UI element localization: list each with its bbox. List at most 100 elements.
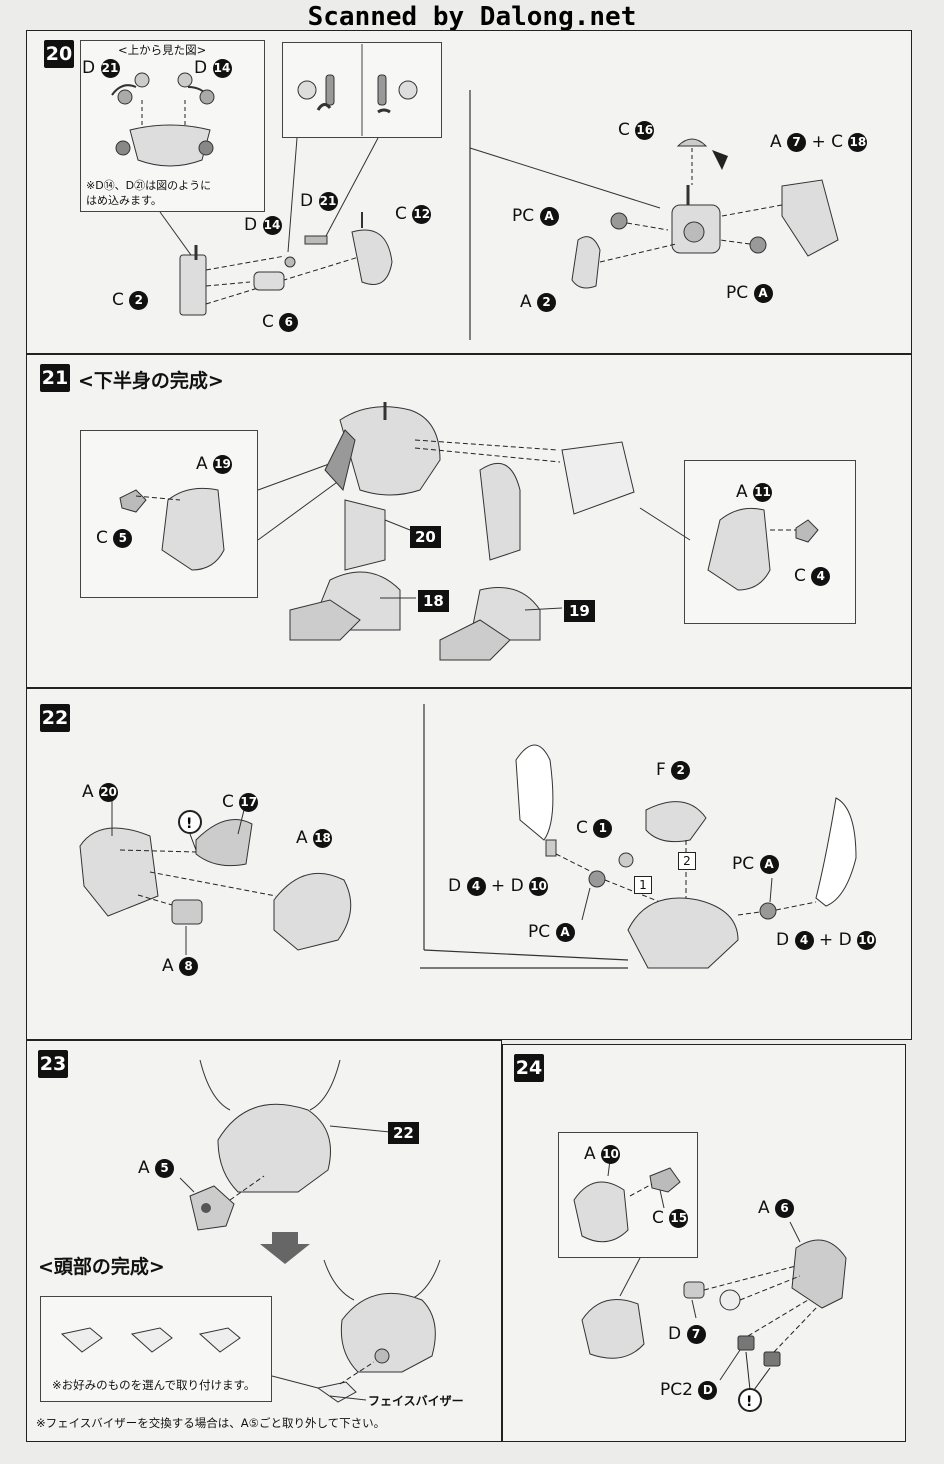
plus-sign: + <box>490 876 506 896</box>
part-number-badge: 14 <box>262 215 282 235</box>
step-title: <下半身の完成> <box>78 370 224 392</box>
part-label-c5: C 5 <box>96 528 133 548</box>
part-number-badge: 18 <box>848 132 868 152</box>
part-label-d14: D 14 <box>244 215 282 235</box>
part-number-badge: 4 <box>466 876 486 896</box>
watermark-text: Scanned by Dalong.net <box>307 2 637 32</box>
part-label-d7: D 7 <box>668 1324 706 1344</box>
part-label-c1: C 1 <box>576 818 613 838</box>
order-step-1: 1 <box>634 876 652 894</box>
part-letter: C <box>652 1208 664 1228</box>
part-number-badge: 12 <box>412 204 432 224</box>
part-number-badge: 2 <box>129 290 149 310</box>
part-letter: A <box>770 132 782 152</box>
part-letter: D <box>510 876 524 896</box>
part-number-badge: 18 <box>313 828 333 848</box>
part-label-f2: F 2 <box>656 760 691 780</box>
part-number-badge: 6 <box>279 312 299 332</box>
part-number-badge: 7 <box>787 132 807 152</box>
part-letter: A <box>162 956 174 976</box>
part-number-badge: 10 <box>601 1144 621 1164</box>
part-number-badge: 7 <box>686 1324 706 1344</box>
part-label-c12: C 12 <box>395 204 432 224</box>
plus-sign: + <box>811 132 826 152</box>
part-number-badge: D <box>698 1380 718 1400</box>
part-label-a10: A 10 <box>584 1144 621 1164</box>
part-label-c4: C 4 <box>794 566 831 586</box>
part-label-a20: A 20 <box>82 782 119 802</box>
visor-options-note: ※お好みのものを選んで取り付けます。 <box>52 1378 256 1392</box>
part-number-badge: A <box>539 206 559 226</box>
part-label-c17: C 17 <box>222 792 259 812</box>
part-number-badge: 10 <box>529 876 549 896</box>
part-label-pc-a-left: PC A <box>528 922 575 942</box>
step-number: 21 <box>40 364 70 392</box>
part-letter: C <box>618 120 630 140</box>
part-label-pc2-d: PC2 D <box>660 1380 718 1400</box>
part-number-badge: 10 <box>857 930 877 950</box>
inset-caption: <上から見た図> <box>118 43 207 57</box>
part-letter: D <box>776 930 790 950</box>
part-letter: D <box>448 876 462 896</box>
part-letter: C <box>222 792 234 812</box>
part-label-pc-a-right: PC A <box>726 283 773 303</box>
part-label-a19: A 19 <box>196 454 233 474</box>
part-label-a2: A 2 <box>520 292 557 312</box>
step-ref-18: 18 <box>418 590 449 612</box>
part-letter: C <box>395 204 407 224</box>
part-letter: A <box>520 292 532 312</box>
part-letter: A <box>758 1198 770 1218</box>
part-label-a18: A 18 <box>296 828 333 848</box>
step-number: 20 <box>44 40 74 68</box>
part-number-badge: A <box>753 283 773 303</box>
part-number-badge: 1 <box>593 818 613 838</box>
step-ref-19: 19 <box>564 600 595 622</box>
part-number-badge: 17 <box>239 792 259 812</box>
part-letter: A <box>196 454 208 474</box>
part-letter: PC <box>726 283 749 303</box>
part-number-badge: 4 <box>811 566 831 586</box>
part-letter: D <box>194 58 208 78</box>
part-label-c6: C 6 <box>262 312 299 332</box>
caution-mark-text: ! <box>746 1394 752 1410</box>
part-letter: C <box>96 528 108 548</box>
part-label-d4-d10-left: D 4 + D 10 <box>448 876 549 896</box>
part-number-badge: 4 <box>794 930 814 950</box>
part-letter: D <box>838 930 852 950</box>
part-number-badge: 21 <box>318 191 338 211</box>
part-letter: C <box>794 566 806 586</box>
part-number-badge: 15 <box>669 1208 689 1228</box>
part-letter: C <box>112 290 124 310</box>
part-letter: A <box>138 1158 150 1178</box>
part-letter: D <box>244 215 258 235</box>
part-letter: D <box>300 191 314 211</box>
part-number-badge: 11 <box>753 482 773 502</box>
part-label-pc-a-right: PC A <box>732 854 779 874</box>
part-letter: D <box>668 1324 682 1344</box>
part-number-badge: 5 <box>155 1158 175 1178</box>
part-letter: PC2 <box>660 1380 693 1400</box>
part-number-badge: 2 <box>671 760 691 780</box>
part-label-a8: A 8 <box>162 956 199 976</box>
part-number-badge: 14 <box>212 58 232 78</box>
part-letter: F <box>656 760 666 780</box>
step-ref-22: 22 <box>388 1122 419 1144</box>
caution-mark-text: ! <box>186 816 192 832</box>
part-letter: PC <box>732 854 755 874</box>
part-letter: D <box>82 58 96 78</box>
part-number-badge: 6 <box>775 1198 795 1218</box>
part-label-d21: D 21 <box>300 191 338 211</box>
step-number: 22 <box>40 704 70 732</box>
head-complete-title: <頭部の完成> <box>38 1256 165 1278</box>
part-number-badge: 5 <box>113 528 133 548</box>
step-ref-20: 20 <box>410 526 441 548</box>
part-letter: C <box>576 818 588 838</box>
visor-footnote: ※フェイスバイザーを交換する場合は、A⑤ごと取り外して下さい。 <box>36 1416 386 1430</box>
part-label-d21-top: D 21 <box>82 58 120 78</box>
part-label-a11: A 11 <box>736 482 773 502</box>
